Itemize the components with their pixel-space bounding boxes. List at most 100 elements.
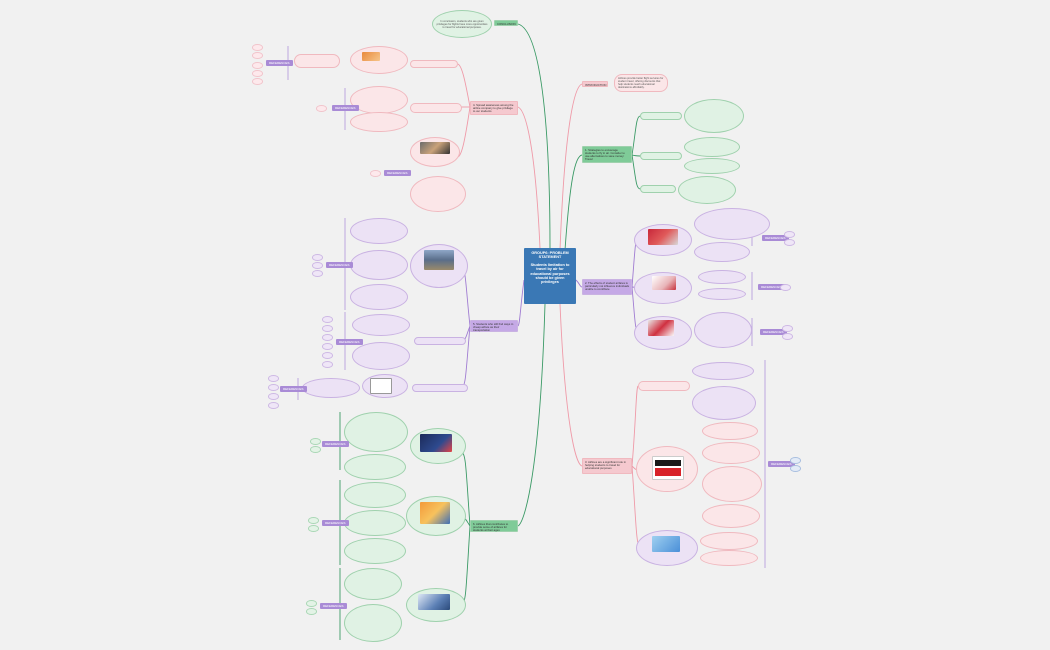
branch-6-detail-6: [344, 568, 402, 600]
orange-illustration: [362, 52, 380, 61]
branch-5-sub-3-label: [412, 384, 468, 392]
references-tag-r2[interactable]: REFERENCES: [758, 284, 785, 290]
branch-2-detail-1: [694, 208, 770, 240]
branch-4[interactable]: 4. Spread awareness among the airline co…: [470, 101, 518, 115]
references-tag-l2[interactable]: REFERENCES: [332, 105, 359, 111]
branch-4-detail-2: [350, 86, 408, 114]
ref-dot: [310, 446, 321, 453]
travel-illustration: [652, 536, 680, 552]
connector-branch-2: [575, 279, 583, 288]
connector-branch-5: [517, 279, 525, 327]
ref-dot: [252, 62, 263, 69]
branch-3-detail-3: [702, 422, 758, 440]
branch-2-detail-4: [698, 288, 746, 300]
references-tag-l7[interactable]: REFERENCES: [322, 441, 349, 447]
branch-1-detail-1: [684, 99, 744, 133]
branch-3-detail-6: [702, 504, 760, 528]
branch-4-detail-4: [410, 176, 466, 212]
ref-dot: [784, 231, 795, 238]
references-tag-l9[interactable]: REFERENCES: [320, 603, 347, 609]
references-tag-l4[interactable]: REFERENCES: [326, 262, 353, 268]
branch-4-sub-2: [410, 103, 462, 113]
branch-5-detail-4: [352, 314, 410, 336]
connector-conclusion: [517, 23, 551, 249]
diagram-thumbnail: [370, 378, 392, 394]
branch-6-detail-3: [344, 482, 406, 508]
ref-dot: [312, 270, 323, 277]
ref-dot: [312, 262, 323, 269]
branch-2[interactable]: 2. The effects of student airfares is pa…: [582, 279, 632, 295]
references-tag-l8[interactable]: REFERENCES: [322, 520, 349, 526]
references-tag-l1[interactable]: REFERENCES: [266, 60, 293, 66]
branch-3-detail-8: [700, 550, 758, 566]
branch-1-sub-1: [640, 112, 682, 120]
connector-branch-3: [559, 303, 583, 467]
ref-dot: [370, 170, 381, 177]
central-title: GROUP6: PROBLEM STATEMENT: [531, 251, 569, 260]
conclusion-note: In conclusion, students who are given pr…: [432, 10, 492, 38]
introduction-note: Airlines provide better flight services …: [614, 74, 668, 92]
branch-5[interactable]: 5. Students who still find ways in cheap…: [470, 320, 518, 332]
branch-6[interactable]: 6. Airlines that contributes to provide …: [470, 520, 518, 532]
ref-dot: [268, 393, 279, 400]
ref-dot: [322, 316, 333, 323]
ref-dot: [784, 239, 795, 246]
ref-dot: [322, 352, 333, 359]
ref-dot: [780, 284, 791, 291]
branch-5-detail-5: [352, 342, 410, 370]
ref-dot: [252, 52, 263, 59]
student-label-bar: [655, 460, 681, 466]
references-tag-r1[interactable]: REFERENCES: [762, 235, 789, 241]
references-tag-l3[interactable]: REFERENCES: [384, 170, 411, 176]
ref-dot: [268, 375, 279, 382]
branch-4-detail-1: [294, 54, 340, 68]
branch-3[interactable]: 3. Airlines are a significant role in he…: [582, 458, 632, 474]
student-booking-image: [418, 594, 450, 610]
ref-dot: [322, 361, 333, 368]
ref-dot: [252, 44, 263, 51]
branch-5-detail-3: [350, 284, 408, 310]
branch-6-detail-7: [344, 604, 402, 642]
ref-dot: [790, 457, 801, 464]
references-tag-l6[interactable]: REFERENCES: [280, 386, 307, 392]
branch-introduction[interactable]: INTRODUCTION: [582, 81, 608, 87]
central-topic[interactable]: GROUP6: PROBLEM STATEMENT Students limit…: [524, 248, 576, 304]
central-subtitle: Students limitation to travel by air for…: [530, 262, 570, 285]
branch-1-detail-4: [678, 176, 736, 204]
students-photo: [420, 142, 450, 154]
branch-3-detail-4: [702, 442, 760, 464]
ref-dot: [268, 384, 279, 391]
protest-photo-2: [648, 320, 674, 336]
branch-5-detail-2: [350, 250, 408, 280]
branch-2-detail-2: [694, 242, 750, 262]
connector-branch-4: [517, 106, 541, 249]
news-photo: [652, 276, 676, 290]
ref-dot: [306, 608, 317, 615]
discount-label-bar: [655, 468, 681, 476]
branch-1[interactable]: 1. Strategies to encourage students to f…: [582, 146, 632, 163]
student-discount-image: [652, 456, 684, 480]
branch-1-detail-2: [684, 137, 740, 157]
references-tag-r4[interactable]: REFERENCES: [768, 461, 795, 467]
branch-conclusion[interactable]: CONCLUSION: [494, 20, 518, 26]
branch-3-detail-1: [692, 362, 754, 380]
ref-dot: [268, 402, 279, 409]
ref-dot: [782, 333, 793, 340]
ref-dot: [252, 78, 263, 85]
connector-introduction: [559, 83, 583, 251]
branch-4-sub-1: [350, 46, 408, 74]
connector-branch-1: [564, 154, 583, 251]
ref-dot: [322, 343, 333, 350]
branch-5-detail-6: [302, 378, 360, 398]
ref-dot: [310, 438, 321, 445]
ref-dot: [790, 465, 801, 472]
references-tag-r3[interactable]: REFERENCES: [760, 329, 787, 335]
ref-dot: [322, 325, 333, 332]
branch-2-detail-3: [698, 270, 746, 284]
branch-6-detail-2: [344, 454, 406, 480]
references-tag-l5[interactable]: REFERENCES: [336, 339, 363, 345]
branch-2-detail-5: [694, 312, 752, 348]
branch-1-sub-3: [640, 185, 676, 193]
ref-dot: [308, 525, 319, 532]
